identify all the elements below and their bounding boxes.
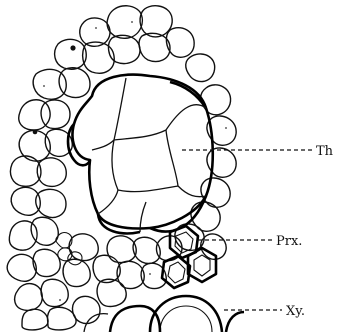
label-prx: Prx. [276, 234, 302, 249]
label-xy: Xy. [286, 304, 305, 319]
xylem-vessels [84, 296, 244, 332]
label-th: Th [316, 144, 334, 159]
